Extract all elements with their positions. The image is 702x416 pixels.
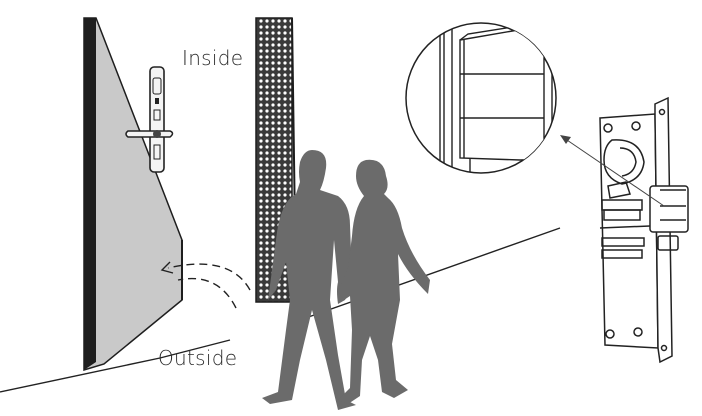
- door-swing-arrows: [160, 261, 251, 309]
- mortise-lock-body: [599, 96, 689, 364]
- floor-line: [0, 227, 561, 393]
- inside-label: Inside: [182, 46, 244, 70]
- door-handle-lock: [125, 66, 174, 173]
- couple-walking-silhouette: [262, 150, 430, 410]
- outside-label: Outside: [158, 346, 238, 370]
- zoom-pointer: [563, 137, 665, 207]
- door: [83, 17, 183, 372]
- zoom-circle-latch: [405, 22, 557, 174]
